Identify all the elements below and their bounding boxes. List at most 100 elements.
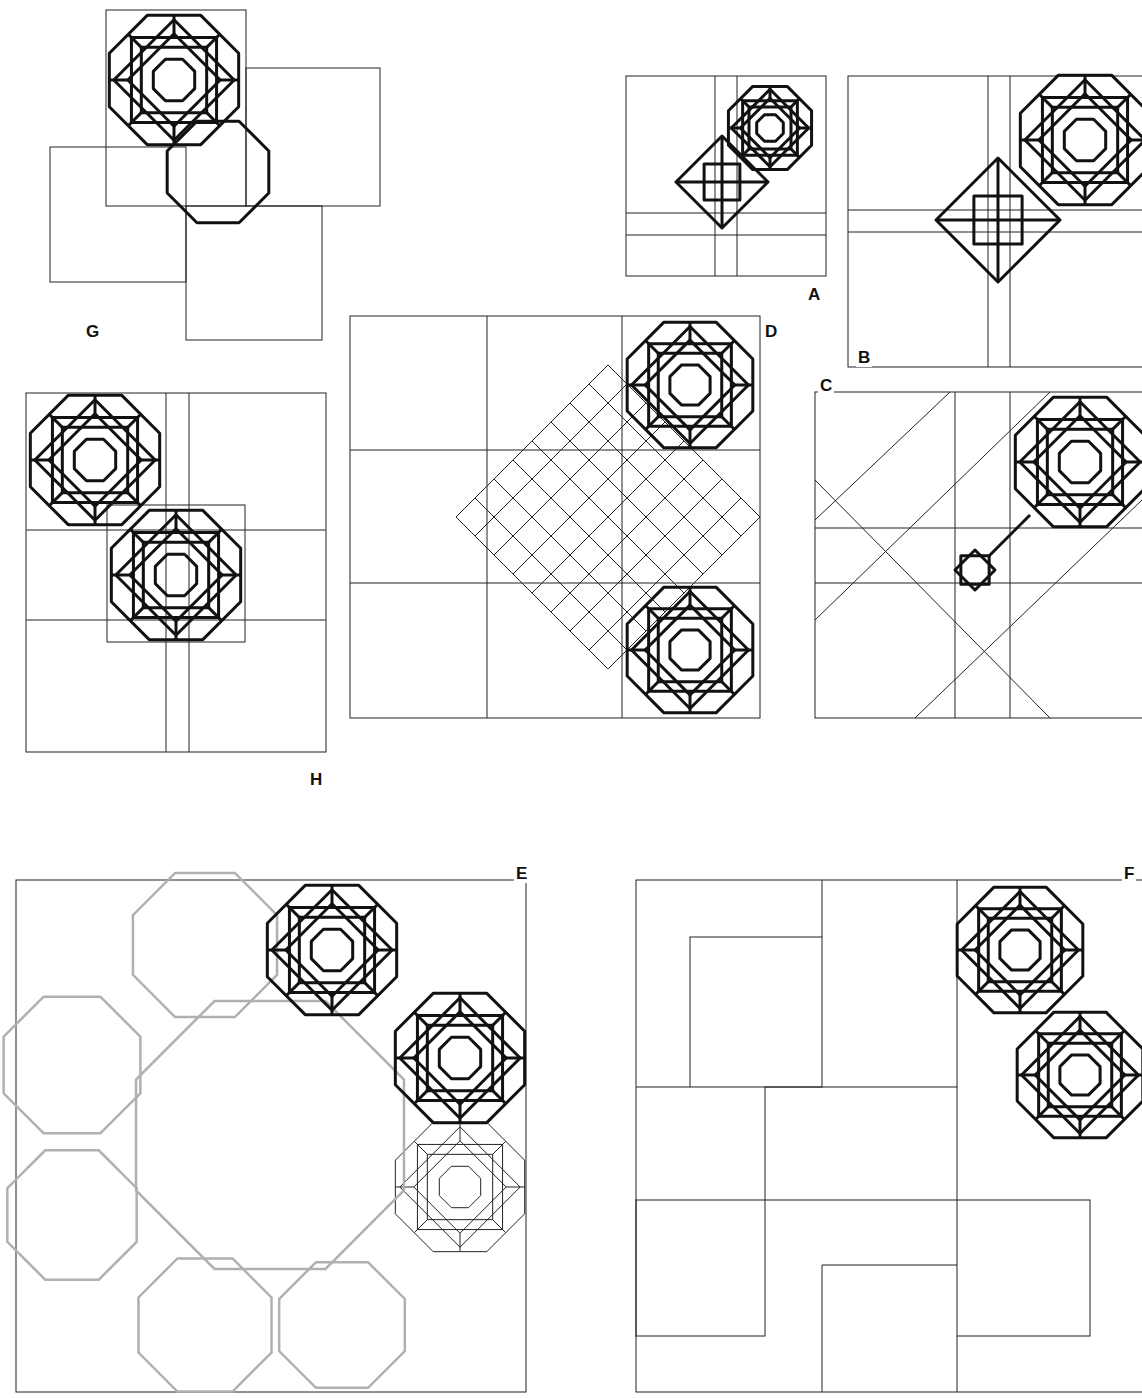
panel-frame [636, 880, 1142, 1392]
panel-frame [246, 68, 380, 206]
pattern-polygon [957, 887, 1083, 1013]
pattern-polygon [670, 365, 710, 405]
panel-letter: H [308, 770, 324, 789]
guide-line [689, 695, 692, 713]
construction-lines [16, 10, 1142, 1392]
guide-line [365, 904, 378, 917]
guide-line [627, 649, 645, 652]
pattern-polygon [49, 414, 141, 506]
guide-line [1113, 495, 1126, 508]
guide-line [957, 1336, 958, 1392]
panel-letter: E [514, 864, 529, 883]
pattern-polygon [136, 1001, 404, 1269]
panel-frame [107, 505, 245, 642]
pattern-polygon [439, 1037, 480, 1078]
guide-line [493, 1012, 506, 1025]
guide-line [286, 983, 299, 996]
guide-line [378, 949, 396, 952]
pattern-polygon [979, 909, 1062, 992]
panel-frame [690, 937, 822, 1087]
guide-line [608, 365, 760, 517]
guide-line [957, 949, 975, 952]
pattern-polygon [627, 587, 753, 713]
guide-line [769, 87, 772, 99]
pattern-polygon [400, 998, 520, 1118]
guide-line [130, 608, 143, 621]
pattern-polygon [1059, 441, 1100, 482]
guide-line [626, 213, 826, 214]
pattern-polygon [1000, 930, 1040, 970]
pattern-polygon [1034, 416, 1126, 508]
pattern-polygon [116, 515, 236, 635]
guide-line [729, 127, 741, 130]
pattern-polygon [279, 1262, 405, 1388]
pattern-polygon [658, 618, 721, 681]
pattern-polygon [645, 340, 735, 430]
guide-line [460, 1233, 461, 1251]
pattern-polygon [417, 1015, 502, 1100]
guide-line [396, 1057, 414, 1060]
pattern-polygon [427, 1025, 492, 1090]
pattern-polygon [133, 873, 277, 1017]
guide-line [460, 1123, 461, 1141]
guide-line [1084, 186, 1087, 204]
guide-line [627, 384, 645, 387]
guide-line [722, 417, 735, 430]
pattern-polygon [4, 997, 141, 1134]
guide-line [130, 529, 143, 542]
guide-line [1125, 1074, 1142, 1077]
guide-line [1036, 1107, 1049, 1120]
panel-frame [50, 147, 186, 282]
guide-line [128, 414, 141, 427]
panel-letter: A [806, 285, 822, 304]
panel-letter: F [1122, 864, 1136, 883]
pattern-polygon [311, 929, 352, 970]
guide-line [1113, 416, 1126, 429]
guide-line [1112, 1107, 1125, 1120]
pattern-polygon [414, 1141, 506, 1233]
guide-line [1034, 416, 1047, 429]
guide-line [128, 493, 141, 506]
guide-line [414, 1012, 427, 1025]
guide-line [848, 232, 1142, 233]
pattern-polygon [143, 542, 208, 607]
guide-line [1021, 139, 1039, 142]
guide-line [31, 459, 49, 462]
pattern-polygon [286, 904, 378, 996]
panel-frame [636, 1200, 765, 1336]
pattern-polygon [128, 34, 220, 126]
pattern-polygon [658, 353, 721, 416]
star-rosettes [30, 15, 1142, 1137]
panel-frame [957, 1200, 1090, 1336]
guide-line [722, 341, 735, 354]
guide-line [646, 606, 659, 619]
pattern-polygon [757, 115, 784, 142]
guide-line [414, 1220, 427, 1233]
guide-line [350, 450, 760, 451]
guide-line [166, 393, 167, 752]
guide-line [94, 396, 97, 414]
guide-line [646, 682, 659, 695]
guide-line [689, 430, 692, 448]
guide-line [988, 515, 1030, 557]
guide-line [822, 1265, 823, 1392]
guide-line [493, 1141, 506, 1154]
pattern-polygon [988, 918, 1051, 981]
pattern-polygon [289, 907, 374, 992]
pattern-polygon [1035, 1030, 1125, 1120]
pattern-polygon [439, 1166, 480, 1207]
pattern-polygon [35, 400, 155, 520]
guide-line [957, 880, 958, 1087]
guide-line [1017, 1074, 1035, 1077]
guide-line [1112, 1031, 1125, 1044]
guide-line [459, 994, 462, 1012]
pattern-polygon [1020, 75, 1142, 204]
guide-line [791, 149, 799, 157]
guide-line [1126, 461, 1142, 464]
guide-line [331, 886, 334, 904]
pattern-polygon [743, 101, 798, 156]
pattern-polygon [1064, 119, 1105, 160]
panel-frame [186, 206, 322, 340]
guide-line [722, 606, 735, 619]
